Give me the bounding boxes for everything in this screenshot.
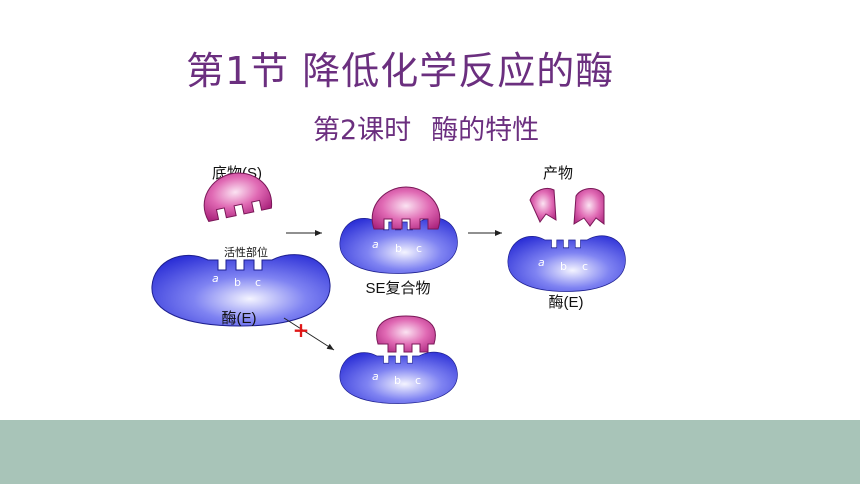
released-letter-c: c: [582, 260, 588, 273]
enzyme-mismatch: a b c: [339, 351, 458, 404]
complex-letter-a: a: [372, 238, 379, 251]
product-label: 产物: [543, 165, 573, 182]
product-fragment-left: [529, 187, 557, 223]
enzyme-lock-and-key-diagram: 底物(S) 活性部位 a b c 酶(E) a b c SE复合物 产物 a b…: [151, 165, 626, 404]
product-fragment-right: [573, 188, 605, 227]
blocked-mark: +: [293, 318, 310, 342]
complex-letter-c: c: [416, 242, 422, 255]
subtitle-lesson: 第2课时: [313, 115, 412, 146]
active-site-label: 活性部位: [224, 245, 268, 259]
slide-title: 第1节 降低化学反应的酶: [186, 49, 615, 93]
enzyme-released: a b c: [507, 235, 626, 292]
site-letter-a: a: [212, 272, 219, 285]
mismatch-letter-c: c: [415, 374, 421, 387]
slide-subtitle: 第2课时酶的特性: [313, 108, 539, 147]
footer-band: [0, 420, 860, 484]
mismatch-letter-b: b: [394, 374, 401, 387]
released-letter-a: a: [538, 256, 545, 269]
released-letter-b: b: [560, 260, 567, 273]
subtitle-topic: 酶的特性: [431, 115, 540, 146]
enzyme-substrate-complex: a b c: [339, 186, 458, 274]
enzyme-label: 酶(E): [222, 310, 257, 327]
enzyme-label-after: 酶(E): [549, 294, 584, 311]
mismatch-letter-a: a: [372, 370, 379, 383]
complex-letter-b: b: [395, 242, 402, 255]
enzyme-free: a b c: [151, 254, 331, 327]
arrow-blocked: [283, 317, 335, 351]
mismatched-substrate: [376, 315, 436, 353]
site-letter-c: c: [255, 276, 261, 289]
complex-label: SE复合物: [365, 279, 430, 297]
site-letter-b: b: [234, 276, 241, 289]
